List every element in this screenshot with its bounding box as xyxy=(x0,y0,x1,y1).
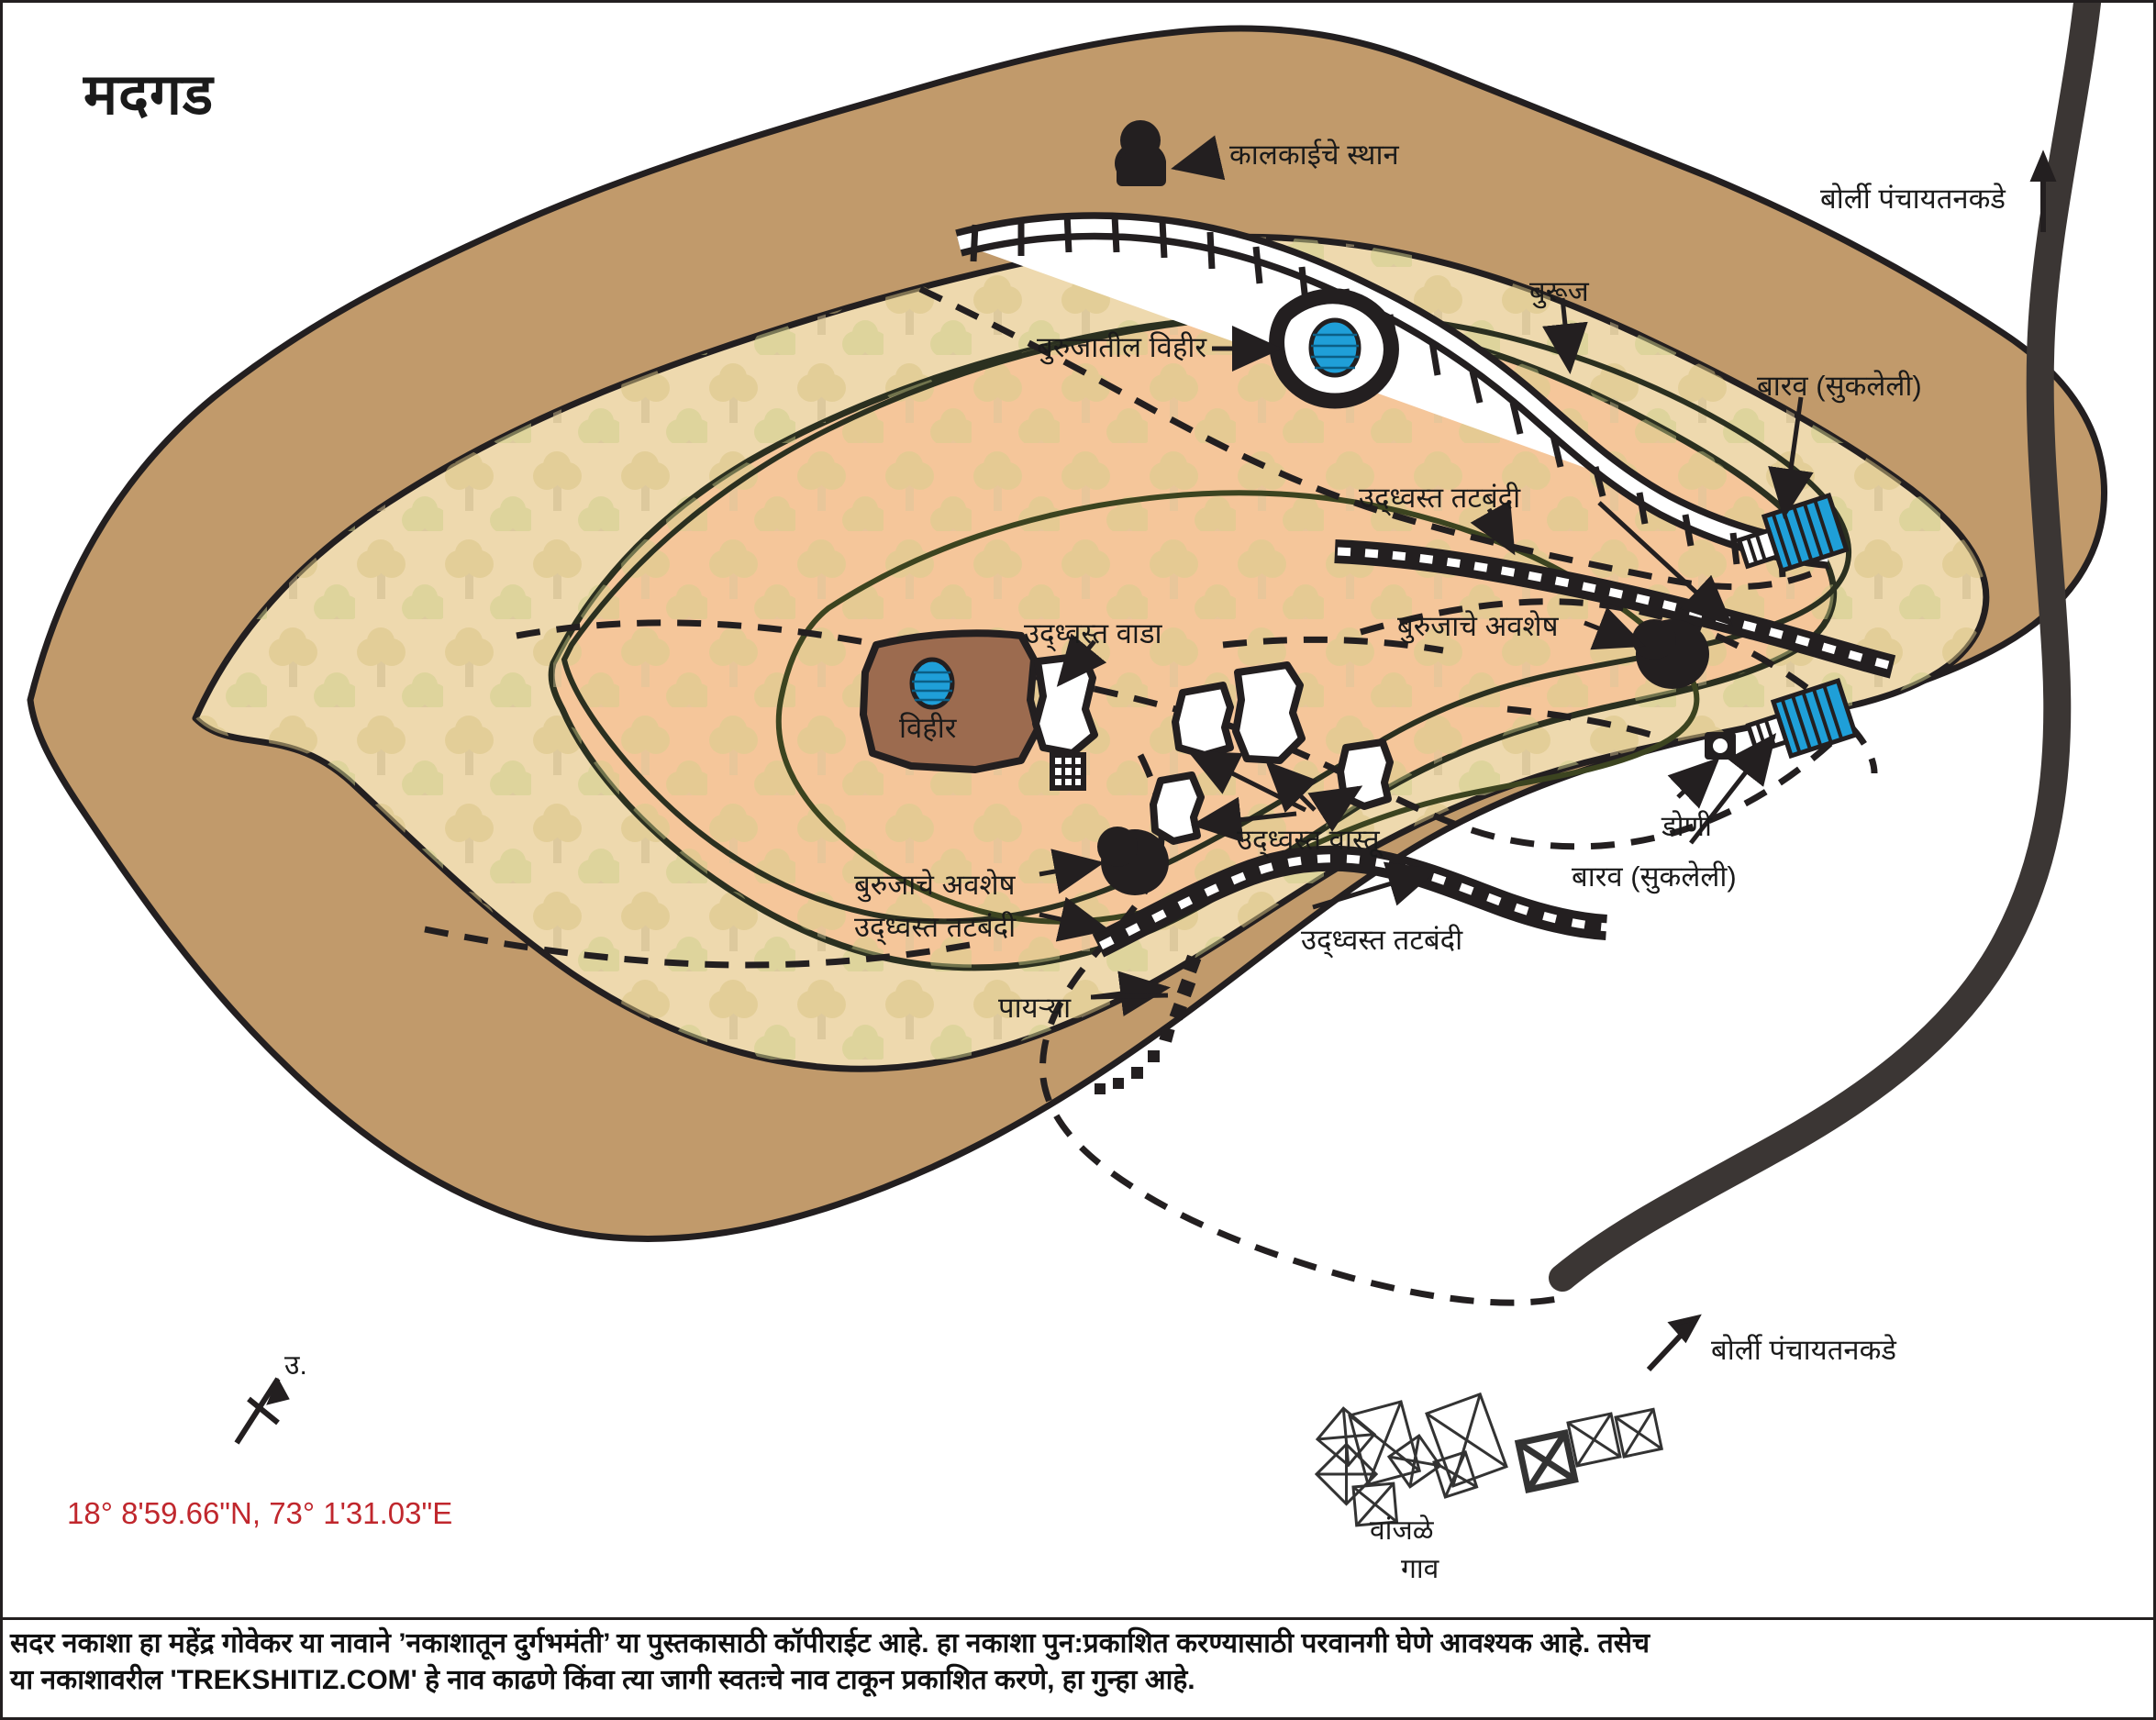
ruined-wall-mid xyxy=(1334,539,1897,679)
compass-rose xyxy=(234,1377,290,1445)
leader-tatbandi2 xyxy=(1039,896,1110,942)
trail-descent xyxy=(1039,1077,1563,1306)
compass-north-label: उ. xyxy=(284,1350,307,1381)
trail-spur-b xyxy=(1506,705,1665,742)
bastion-remains-left xyxy=(1097,827,1169,895)
map-label-borli-top: बोर्ली पंचायतनकडे xyxy=(1820,183,2006,215)
leader-vastu-4 xyxy=(1191,796,1297,843)
leader-buruj-av-left xyxy=(1039,849,1105,894)
coordinates-text: 18° 8'59.66"N, 73° 1'31.03"E xyxy=(67,1496,453,1530)
leader-buruj-av-right xyxy=(1584,606,1646,650)
road-direction-arrow-bottom xyxy=(1646,1314,1702,1372)
leader-barav-top xyxy=(1768,396,1814,519)
ruined-structure-3 xyxy=(1232,661,1306,764)
map-label-tatbandi-2: उद्ध्वस्त तटबंदी xyxy=(854,911,1017,943)
page-title: मदगड xyxy=(83,63,215,127)
map-label-buruj-avshesh-left: बुरुजाचे अवशेष xyxy=(854,869,1016,901)
doorway-steps xyxy=(1050,752,1086,791)
copyright-line-1: सदर नकाशा हा महेंद्र गोवेकर या नावाने ’न… xyxy=(10,1628,1650,1659)
leader-barav-right xyxy=(1689,733,1777,845)
map-label-doni: डोणी xyxy=(1661,810,1713,842)
main-road xyxy=(1549,3,2101,1292)
wada-block xyxy=(860,629,1041,773)
leader-doni xyxy=(1667,757,1720,809)
map-label-barav-right: बारव (सुकलेली) xyxy=(1572,860,1737,893)
map-canvas: मदगड 18° 8'59.66"N, 73° 1'31.03"E उ. काल… xyxy=(3,3,2153,1617)
map-label-buruj-avshesh-right: बुरुजाचे अवशेष xyxy=(1397,610,1559,642)
steps-payarya xyxy=(1095,954,1202,1094)
leader-payarya-plain xyxy=(1090,993,1169,1000)
map-label-wada: उद्ध्वस्त वाडा xyxy=(1024,617,1162,649)
fortification-layer xyxy=(955,120,1897,1094)
leader-tatbandi1-a xyxy=(1470,500,1516,556)
map-label-buruj: बुरूज xyxy=(1529,275,1589,307)
structures-layer xyxy=(860,288,1859,845)
map-label-vastu: उद्ध्वस्त वास्तू xyxy=(1237,824,1380,856)
leader-buruj xyxy=(1542,297,1588,374)
core-ridge-polygon xyxy=(775,490,1700,925)
map-label-barav-top: बारव (सुकलेली) xyxy=(1757,370,1922,402)
map-label-kalkai: कालकाईचे स्थान xyxy=(1229,139,1399,171)
trail-southwest xyxy=(424,926,976,969)
village-houses xyxy=(1314,1392,1664,1527)
leader-tatbandi1-b xyxy=(1597,501,1733,627)
barav-right-middle xyxy=(1745,677,1859,760)
ruined-wall-lower xyxy=(1092,845,1610,958)
map-label-borli-bottom: बोर्ली पंचायतनकडे xyxy=(1711,1334,1896,1366)
village-label-line1: वांजळे xyxy=(1370,1515,1434,1546)
leader-kalkai xyxy=(1171,135,1226,181)
leader-lines-layer xyxy=(1039,135,1814,1017)
leader-tatbandi3 xyxy=(1312,861,1439,910)
kalkai-shrine xyxy=(1115,120,1166,186)
trail-mid xyxy=(1094,685,1840,850)
copyright-footer: सदर नकाशा हा महेंद्र गोवेकर या नावाने ’न… xyxy=(3,1617,2153,1717)
map-label-vihir: विहीर xyxy=(899,712,957,744)
map-label-tatbandi-3: उद्ध्वस्त तटबंदी xyxy=(1301,924,1463,956)
copyright-line-2: या नकाशावरील 'TREKSHITIZ.COM' हे नाव काढ… xyxy=(10,1664,1195,1695)
vihir-well xyxy=(909,657,955,710)
road-direction-arrow-top xyxy=(2029,150,2057,232)
map-label-tatbandi-1: उद्ध्वस्त तटबंदी xyxy=(1359,482,1521,514)
map-label-payarya: पायऱ्या xyxy=(998,992,1072,1024)
leader-vastu-2 xyxy=(1265,760,1318,814)
leader-vastu-3 xyxy=(1307,785,1363,832)
map-label-burujatil-vihir: बुरुजातील विहीर xyxy=(1037,331,1207,363)
roads-layer xyxy=(1549,3,2101,1292)
trail-ridge-upper xyxy=(918,285,1830,591)
upper-ridge-polygon xyxy=(561,311,1852,925)
ruined-structure-2 xyxy=(1172,682,1234,759)
village-label-line2: गाव xyxy=(1401,1554,1439,1584)
annotations-layer xyxy=(234,150,2057,1527)
leader-wada xyxy=(1056,633,1107,687)
